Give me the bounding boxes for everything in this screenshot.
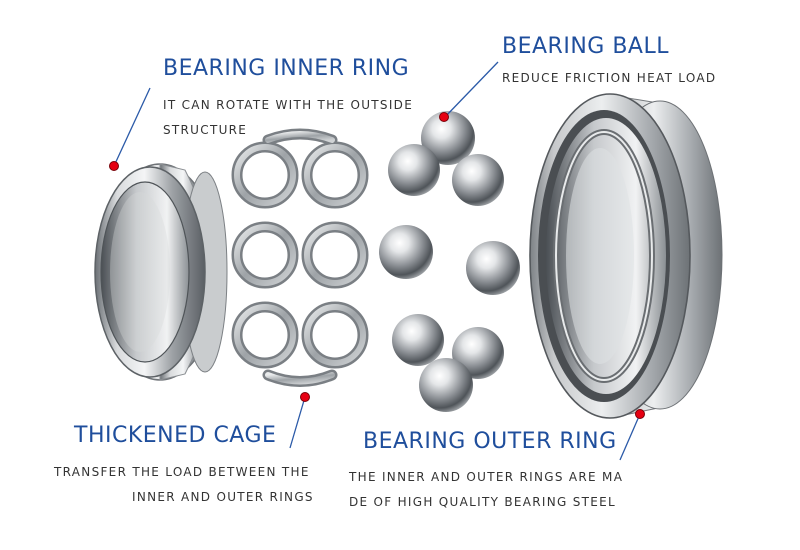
leader-outer-ring: [619, 413, 641, 461]
ball-description: REDUCE FRICTION HEAT LOAD: [502, 66, 716, 91]
cage-description: TRANSFER THE LOAD BETWEEN THE INNER AND …: [54, 460, 314, 510]
leader-cage: [289, 396, 306, 449]
ball-desc-line1: REDUCE FRICTION HEAT LOAD: [502, 71, 717, 85]
marker-dot-ball: [439, 112, 449, 122]
marker-dot-outer-ring: [635, 409, 645, 419]
cage-image: [231, 128, 369, 387]
outer-ring-desc-line1: THE INNER AND OUTER RINGS ARE MA: [349, 470, 624, 484]
outer-ring-desc-line2: DE OF HIGH QUALITY BEARING STEEL: [349, 495, 617, 509]
marker-dot-cage: [300, 392, 310, 402]
bearing-balls-image: [379, 111, 520, 412]
outer-ring-image: [529, 93, 723, 419]
cage-title: THICKENED CAGE: [74, 423, 277, 448]
leader-inner-ring: [113, 87, 151, 167]
marker-dot-inner-ring: [109, 161, 119, 171]
cage-desc-line1: TRANSFER THE LOAD BETWEEN THE: [54, 465, 310, 479]
inner-ring-desc-line1: IT CAN ROTATE WITH THE OUTSIDE: [163, 98, 414, 112]
inner-ring-description: IT CAN ROTATE WITH THE OUTSIDE STRUCTURE: [163, 93, 413, 143]
outer-ring-description: THE INNER AND OUTER RINGS ARE MA DE OF H…: [349, 465, 623, 515]
leader-lines: [113, 61, 641, 461]
outer-ring-title: BEARING OUTER RING: [363, 429, 617, 454]
cage-desc-line2: INNER AND OUTER RINGS: [132, 490, 314, 504]
leader-ball: [443, 61, 499, 119]
inner-ring-desc-line2: STRUCTURE: [163, 123, 248, 137]
inner-ring-title: BEARING INNER RING: [163, 56, 410, 81]
ball-title: BEARING BALL: [502, 34, 669, 59]
inner-ring-image: [94, 163, 228, 381]
